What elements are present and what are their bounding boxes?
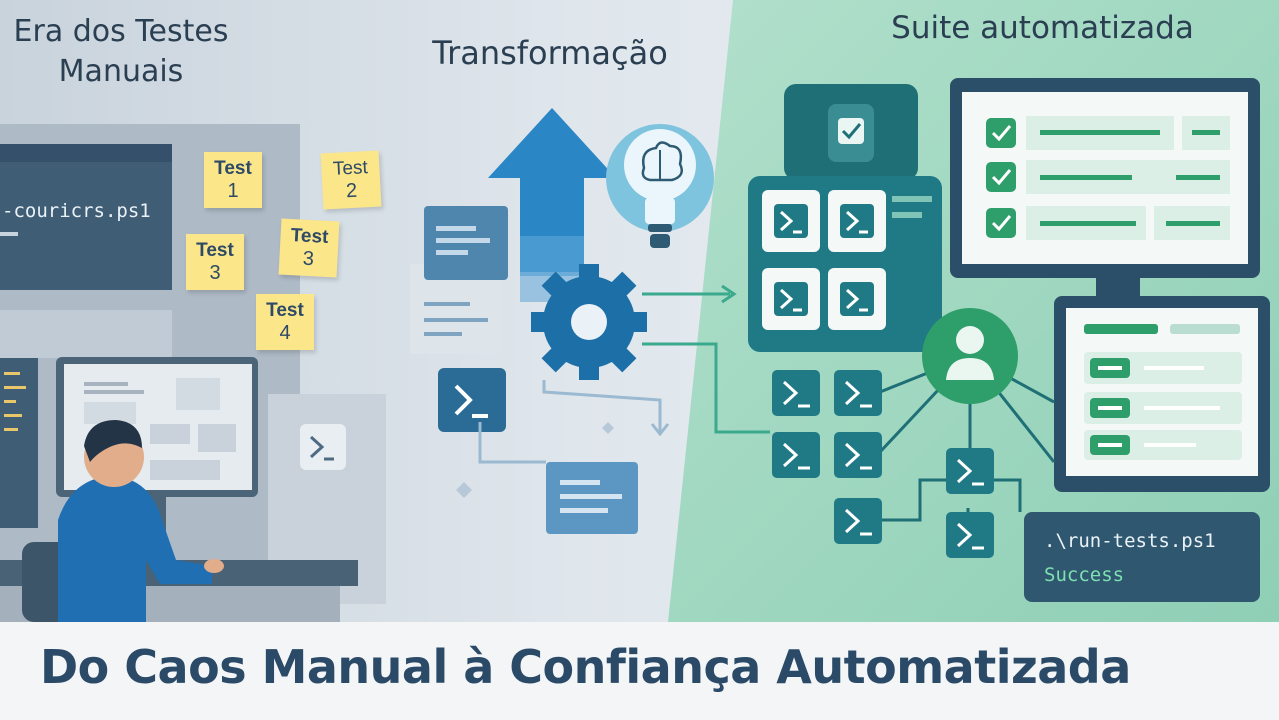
manual-code-text: -couricrs.ps1 — [2, 200, 151, 222]
up-arrow-icon — [488, 108, 616, 240]
section-title-manual-line1: Era dos Testes — [13, 14, 229, 49]
sticky-note: Test 3 — [278, 218, 340, 278]
sticky-note-label: Test — [266, 300, 304, 321]
lightbulb-brain-icon — [606, 124, 714, 248]
terminal-status: Success — [1044, 564, 1125, 586]
test-results-monitor — [950, 78, 1260, 298]
sticky-note-number: 2 — [345, 179, 358, 203]
powershell-node-icons — [772, 370, 994, 558]
sticky-note-number: 3 — [302, 247, 315, 271]
sticky-note-label: Test — [332, 157, 369, 180]
sticky-note-label: Test — [290, 225, 329, 248]
test-list-monitor — [1054, 296, 1270, 492]
sticky-note-number: 1 — [227, 180, 239, 202]
gear-icon — [531, 264, 647, 380]
transformation-cluster — [410, 108, 770, 534]
sticky-note-number: 4 — [279, 322, 291, 344]
section-title-manual: Era dos Testes Manuais — [10, 12, 232, 92]
automated-suite — [748, 78, 1270, 558]
person-typing — [22, 420, 224, 622]
side-code-panel — [0, 358, 38, 528]
terminal-command: .\run-tests.ps1 — [1044, 530, 1216, 552]
illustration-artwork — [0, 78, 1270, 622]
powershell-tiles-grid — [762, 190, 886, 330]
sticky-note-label: Test — [196, 240, 234, 261]
user-icon — [922, 308, 1018, 404]
sticky-note-label: Test — [214, 158, 252, 179]
sticky-note: Test 1 — [204, 152, 262, 208]
sticky-note: Test 2 — [320, 150, 382, 210]
footer-banner — [0, 622, 1279, 720]
illustration: Era dos Testes Manuais Transformação Sui… — [0, 0, 1279, 622]
checkmark-icon — [841, 123, 862, 140]
sticky-note: Test 3 — [186, 234, 244, 290]
section-title-manual-line2: Manuais — [58, 54, 184, 89]
sticky-note: Test 4 — [256, 294, 314, 350]
code-window — [0, 144, 172, 290]
section-title-automated: Suite automatizada — [891, 10, 1194, 46]
sticky-note-number: 3 — [209, 262, 221, 284]
terminal-output: .\run-tests.ps1 Success — [1024, 512, 1260, 602]
section-title-transform: Transformação — [432, 34, 668, 72]
headline: Do Caos Manual à Confiança Automatizada — [40, 640, 1131, 694]
